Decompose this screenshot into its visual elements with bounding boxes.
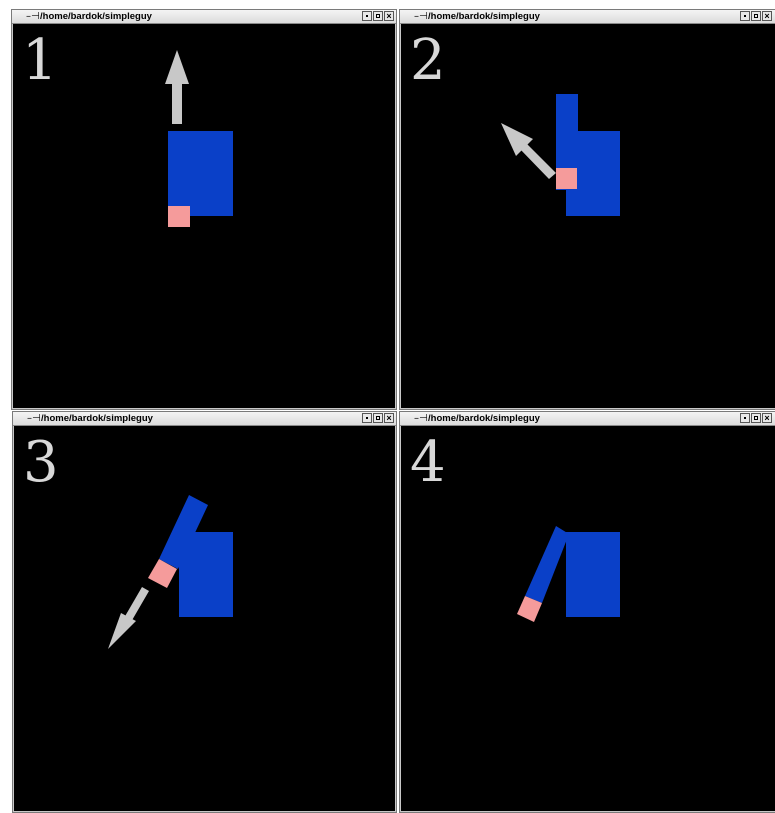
close-button[interactable]: × <box>384 11 394 21</box>
upper-arm <box>525 526 569 603</box>
maximize-button[interactable] <box>751 11 761 21</box>
maximize-button[interactable] <box>373 413 383 423</box>
maximize-button[interactable] <box>373 11 383 21</box>
torso <box>168 131 233 216</box>
scene-2 <box>401 24 775 408</box>
window-menu-icon[interactable]: –⊣ <box>26 10 40 23</box>
scene-3 <box>14 426 395 811</box>
minimize-button[interactable] <box>362 11 372 21</box>
scene-4 <box>401 426 775 811</box>
hand <box>168 206 190 227</box>
scene-1 <box>13 24 395 408</box>
render-canvas[interactable]: 1 <box>13 24 395 408</box>
minimize-button[interactable] <box>740 11 750 21</box>
window-menu-icon[interactable]: –⊣ <box>414 412 428 425</box>
motion-arrow-icon <box>501 123 556 179</box>
window-4-titlebar[interactable]: –⊣ /home/bardok/simpleguy × <box>400 412 775 426</box>
window-4: –⊣ /home/bardok/simpleguy × 4 <box>399 411 775 813</box>
minimize-button[interactable] <box>362 413 372 423</box>
minimize-button[interactable] <box>740 413 750 423</box>
render-canvas[interactable]: 3 <box>14 426 395 811</box>
window-title: /home/bardok/simpleguy <box>428 10 540 23</box>
motion-arrow-icon <box>108 587 149 649</box>
window-1-titlebar[interactable]: –⊣ /home/bardok/simpleguy × <box>12 10 396 24</box>
hand <box>556 168 577 189</box>
close-button[interactable]: × <box>762 413 772 423</box>
render-canvas[interactable]: 2 <box>401 24 775 408</box>
window-3: –⊣ /home/bardok/simpleguy × 3 <box>12 411 397 813</box>
window-menu-icon[interactable]: –⊣ <box>414 10 428 23</box>
window-3-titlebar[interactable]: –⊣ /home/bardok/simpleguy × <box>13 412 396 426</box>
window-title: /home/bardok/simpleguy <box>41 412 153 425</box>
close-button[interactable]: × <box>384 413 394 423</box>
window-title: /home/bardok/simpleguy <box>40 10 152 23</box>
close-button[interactable]: × <box>762 11 772 21</box>
window-menu-icon[interactable]: –⊣ <box>27 412 41 425</box>
maximize-button[interactable] <box>751 413 761 423</box>
window-2: –⊣ /home/bardok/simpleguy × 2 <box>399 9 775 410</box>
window-2-titlebar[interactable]: –⊣ /home/bardok/simpleguy × <box>400 10 775 24</box>
render-canvas[interactable]: 4 <box>401 426 775 811</box>
torso <box>566 532 620 617</box>
motion-arrow-icon <box>165 50 189 124</box>
window-title: /home/bardok/simpleguy <box>428 412 540 425</box>
window-1: –⊣ /home/bardok/simpleguy × 1 <box>11 9 397 410</box>
